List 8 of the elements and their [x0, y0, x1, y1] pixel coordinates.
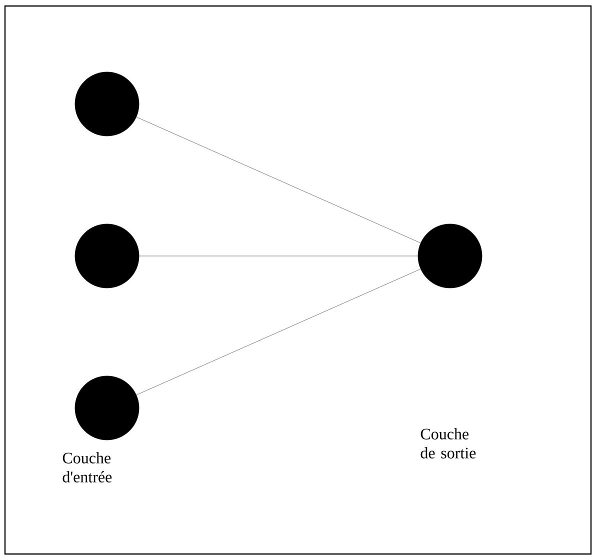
connection-line [136, 116, 421, 244]
neuron-circle [74, 224, 140, 288]
connection-line [136, 268, 421, 396]
layer-label: Couche de sortie [420, 428, 476, 458]
neuron-circle [418, 224, 482, 288]
layer-label: Couche d'entrée [62, 452, 112, 482]
neuron-circle [74, 376, 140, 440]
neuron-circle [74, 72, 140, 136]
